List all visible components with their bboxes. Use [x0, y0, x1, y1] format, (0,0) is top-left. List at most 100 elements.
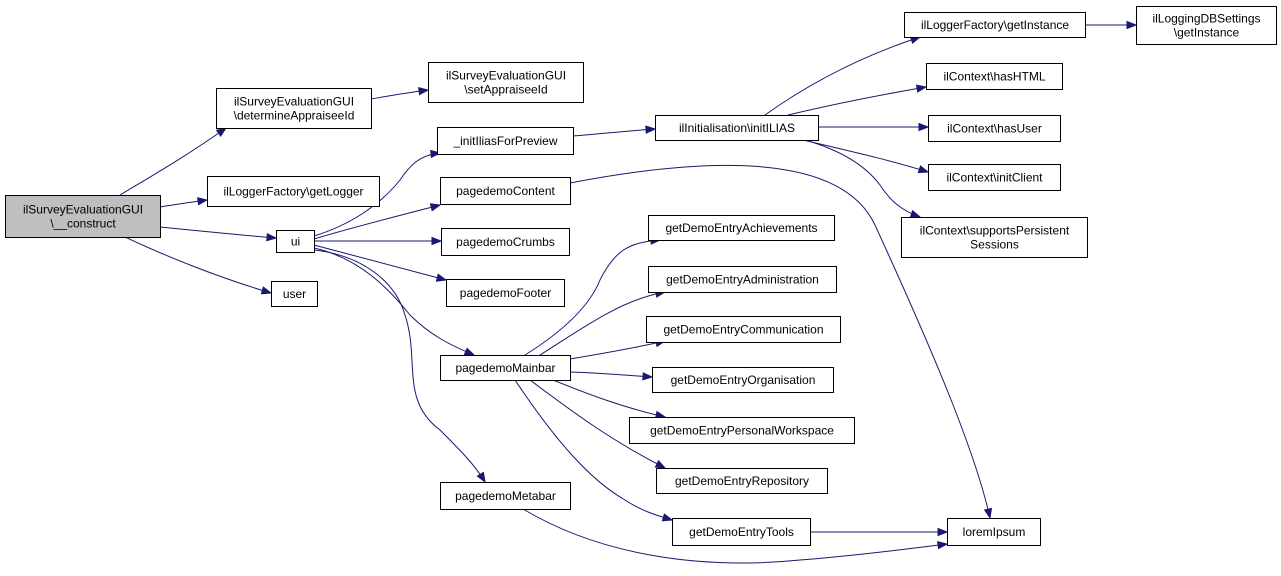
edge-initILIAS-to-hasHTML — [787, 84, 928, 116]
edge-root-to-user — [124, 236, 273, 295]
edge-line — [787, 86, 927, 116]
node-lorem[interactable]: loremIpsum — [947, 518, 1041, 546]
node-label: _initIliasForPreview — [452, 134, 557, 148]
node-box — [440, 482, 571, 510]
arrowhead — [1126, 20, 1138, 30]
arrowhead — [463, 347, 476, 356]
node-box — [904, 12, 1086, 38]
node-pdContent[interactable]: pagedemoContent — [440, 177, 571, 205]
node-box — [207, 176, 380, 207]
node-hasUser[interactable]: ilContext\hasUser — [928, 115, 1061, 142]
edge-line — [159, 226, 277, 239]
node-label: ui — [291, 235, 300, 249]
edge-root-to-getLogger — [159, 197, 209, 208]
edge-line — [539, 291, 666, 356]
edge-line — [313, 152, 441, 237]
node-achievements[interactable]: getDemoEntryAchievements — [648, 215, 835, 241]
edge-line — [572, 128, 656, 137]
node-label: ilLoggingDBSettings — [1152, 12, 1260, 26]
node-pdMainbar[interactable]: pagedemoMainbar — [440, 355, 571, 381]
edge-pdMainbar-to-tools — [514, 379, 674, 522]
arrowhead — [260, 286, 273, 295]
edge-line — [569, 164, 991, 519]
edge-line — [804, 139, 921, 218]
node-label: getDemoEntryAchievements — [665, 221, 817, 235]
arrowhead — [909, 209, 922, 218]
arrowhead — [917, 165, 930, 174]
edge-line — [124, 236, 272, 294]
node-box — [646, 316, 841, 343]
node-label: ilContext\initClient — [946, 171, 1043, 185]
edge-pdContent-to-lorem — [569, 164, 993, 520]
node-box — [648, 266, 837, 293]
node-box — [1136, 6, 1277, 45]
arrowhead — [645, 125, 657, 134]
node-personal[interactable]: getDemoEntryPersonalWorkspace — [629, 417, 855, 444]
node-label: \__construct — [50, 217, 116, 231]
edge-pdMetabar-to-lorem — [522, 508, 949, 564]
node-box — [440, 355, 571, 381]
node-box — [652, 367, 834, 393]
edge-getInstance-to-dbGetInstance — [1085, 20, 1138, 30]
node-administration[interactable]: getDemoEntryAdministration — [648, 266, 837, 293]
node-label: ilLoggerFactory\getInstance — [921, 18, 1069, 32]
edge-line — [313, 247, 475, 356]
edge-line — [569, 340, 666, 360]
edge-root-to-ui — [159, 226, 278, 242]
edge-initILIAS-to-initClient — [802, 139, 930, 174]
node-initIlias[interactable]: _initIliasForPreview — [437, 127, 574, 155]
node-label: getDemoEntryTools — [689, 525, 794, 539]
node-ui[interactable]: ui — [276, 230, 315, 253]
node-pdCrumbs[interactable]: pagedemoCrumbs — [441, 228, 570, 256]
node-root[interactable]: ilSurveyEvaluationGUI\__construct — [5, 195, 161, 238]
node-label: pagedemoFooter — [460, 286, 551, 300]
arrowhead — [983, 507, 993, 520]
node-label: ilSurveyEvaluationGUI — [446, 69, 566, 83]
edge-line — [522, 508, 948, 564]
node-label: \getInstance — [1174, 26, 1240, 40]
node-pdFooter[interactable]: pagedemoFooter — [446, 279, 565, 307]
node-label: ilSurveyEvaluationGUI — [234, 95, 354, 109]
node-determine[interactable]: ilSurveyEvaluationGUI\determineAppraisee… — [216, 88, 372, 129]
node-label: pagedemoCrumbs — [456, 235, 555, 249]
arrowhead — [654, 459, 667, 469]
arrowhead — [215, 127, 228, 137]
node-label: \setAppraiseeId — [464, 83, 547, 97]
arrowhead — [476, 471, 486, 484]
node-label: ilContext\hasHTML — [943, 70, 1045, 84]
node-tools[interactable]: getDemoEntryTools — [672, 518, 811, 546]
node-getLogger[interactable]: ilLoggerFactory\getLogger — [207, 176, 380, 207]
edge-line — [313, 249, 486, 483]
node-dbGetInstance[interactable]: ilLoggingDBSettings\getInstance — [1136, 6, 1277, 45]
node-setAppraisee[interactable]: ilSurveyEvaluationGUI\setAppraiseeId — [428, 62, 584, 103]
arrowhead — [197, 197, 209, 206]
node-organisation[interactable]: getDemoEntryOrganisation — [652, 367, 834, 393]
node-communication[interactable]: getDemoEntryCommunication — [646, 316, 841, 343]
edge-ui-to-pdCrumbs — [314, 236, 443, 246]
arrowhead — [418, 87, 430, 96]
node-initClient[interactable]: ilContext\initClient — [928, 164, 1061, 191]
node-label: getDemoEntryCommunication — [663, 323, 823, 337]
edge-line — [802, 139, 929, 173]
node-label: getDemoEntryOrganisation — [671, 373, 816, 387]
node-initILIAS[interactable]: ilInitialisation\initILIAS — [655, 115, 819, 141]
edge-line — [552, 379, 666, 418]
edge-ui-to-pdMetabar — [313, 249, 486, 484]
edge-line — [764, 36, 921, 116]
arrowhead — [937, 541, 949, 550]
node-box — [629, 417, 855, 444]
edge-initILIAS-to-hasUser — [818, 122, 930, 132]
edge-pdMainbar-to-repository — [529, 379, 667, 469]
node-getInstance[interactable]: ilLoggerFactory\getInstance — [904, 12, 1086, 38]
node-user[interactable]: user — [271, 281, 318, 307]
node-label: getDemoEntryRepository — [675, 474, 809, 488]
node-repository[interactable]: getDemoEntryRepository — [656, 468, 828, 494]
arrowhead — [661, 513, 674, 522]
node-box — [271, 281, 318, 307]
node-hasHTML[interactable]: ilContext\hasHTML — [926, 63, 1063, 90]
call-nodes: ilSurveyEvaluationGUI\__constructilSurve… — [5, 6, 1277, 546]
edge-root-to-determine — [119, 127, 228, 196]
node-pdMetabar[interactable]: pagedemoMetabar — [440, 482, 571, 510]
edge-tools-to-lorem — [810, 527, 949, 537]
